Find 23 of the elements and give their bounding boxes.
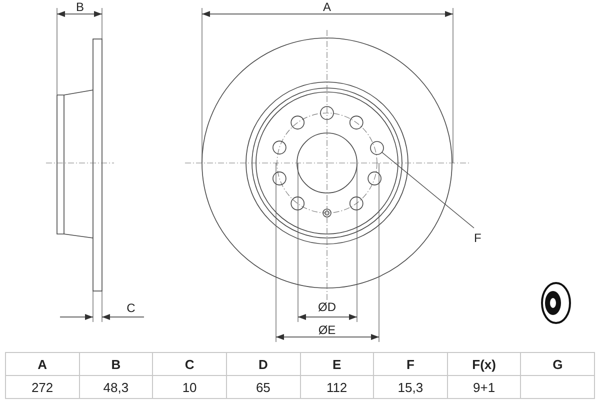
callout-label: F [474,232,482,244]
table-cell: 9+1 [447,376,521,398]
dimension-label: B [76,1,84,13]
dimension-label: ØE [318,324,336,336]
dimension-label: A [323,1,331,13]
leader-line [382,152,474,228]
table-header-cell: F [374,352,448,376]
table-header-cell: E [300,352,374,376]
table-header-cell: G [520,352,594,376]
table-cell: 272 [6,376,80,398]
table-cell: 10 [152,376,226,398]
table-header-cell: F(x) [447,352,521,376]
table-cell: 15,3 [374,376,448,398]
bolt-hole [370,141,384,155]
table-header-cell: A [6,352,80,376]
table-header-cell: C [152,352,226,376]
table-cell: 112 [300,376,374,398]
table-cell: 65 [226,376,300,398]
table-header-cell: D [226,352,300,376]
table-header-cell: B [79,352,153,376]
dimension-label: C [126,302,136,314]
dimension-label: ØD [318,301,336,313]
table-cell: 48,3 [79,376,153,398]
